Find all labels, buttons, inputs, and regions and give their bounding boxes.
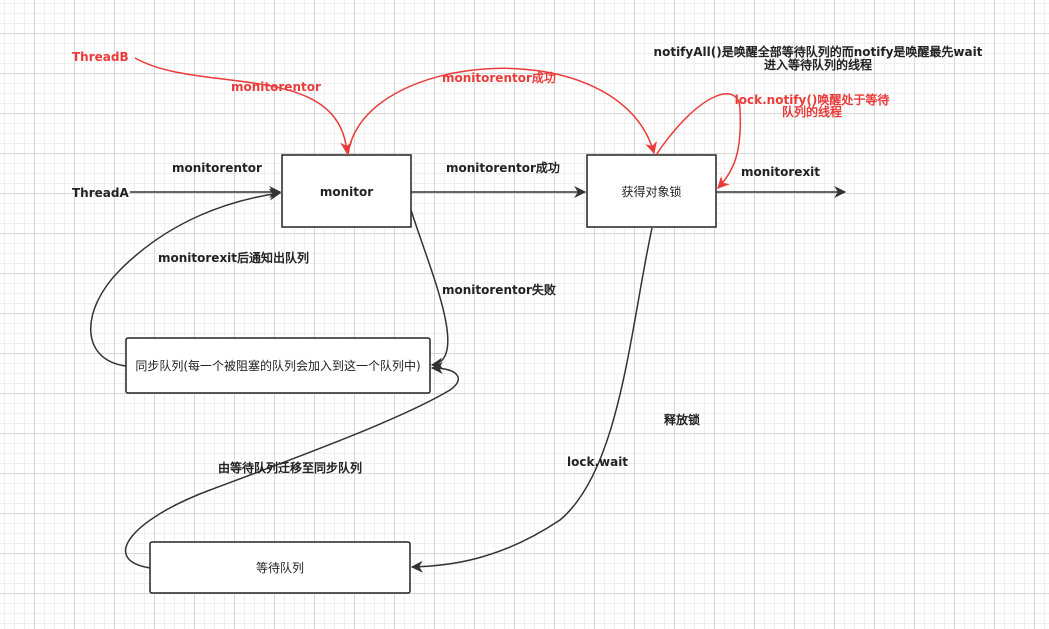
label-monitorexit: monitorexit xyxy=(741,165,820,179)
node-monitor-label: monitor xyxy=(320,185,373,199)
label-notify-all-line2: 进入等待队列的线程 xyxy=(764,57,872,72)
label-release: 释放锁 xyxy=(664,412,700,427)
label-exit-notify: monitorexit后通知出队列 xyxy=(158,250,309,265)
label-migrate: 由等待队列迁移至同步队列 xyxy=(218,460,362,475)
edge-threadb-to-monitor xyxy=(134,57,353,155)
edge-lock-notify-loop xyxy=(655,93,742,189)
label-lock-wait: lock.wait xyxy=(567,455,628,469)
label-a-monitorentor: monitorentor xyxy=(172,161,262,175)
node-wait-queue: 等待队列 xyxy=(149,541,411,594)
node-sync-queue-label: 同步队列(每一个被阻塞的队列会加入到这一个队列中) xyxy=(135,358,420,373)
node-wait-queue-label: 等待队列 xyxy=(256,560,304,575)
label-notify-all-line1: notifyAll()是唤醒全部等待队列的而notify是唤醒最先wait xyxy=(654,44,983,59)
label-lock-notify-line2: 队列的线程 xyxy=(782,104,842,119)
node-sync-queue: 同步队列(每一个被阻塞的队列会加入到这一个队列中) xyxy=(125,337,431,394)
node-monitor: monitor xyxy=(281,154,412,228)
label-thread-b: ThreadB xyxy=(72,50,129,64)
label-success: monitorentor成功 xyxy=(446,160,560,175)
node-lock-acquired: 获得对象锁 xyxy=(586,154,717,228)
edge-sync-to-monitor xyxy=(90,188,282,367)
label-thread-a: ThreadA xyxy=(72,186,129,200)
edge-wait-to-sync xyxy=(124,362,460,569)
edge-monitor-to-lock-red xyxy=(347,67,657,156)
label-red-success: monitorentor成功 xyxy=(442,70,556,85)
edge-monitor-to-sync-fail xyxy=(410,209,449,370)
label-b-monitorentor: monitorentor xyxy=(231,80,321,94)
label-fail: monitorentor失败 xyxy=(442,282,556,297)
edge-lock-to-wait xyxy=(410,227,653,573)
node-lock-acquired-label: 获得对象锁 xyxy=(621,184,681,199)
label-lock-notify-line1: lock.notify()唤醒处于等待 xyxy=(735,92,890,107)
